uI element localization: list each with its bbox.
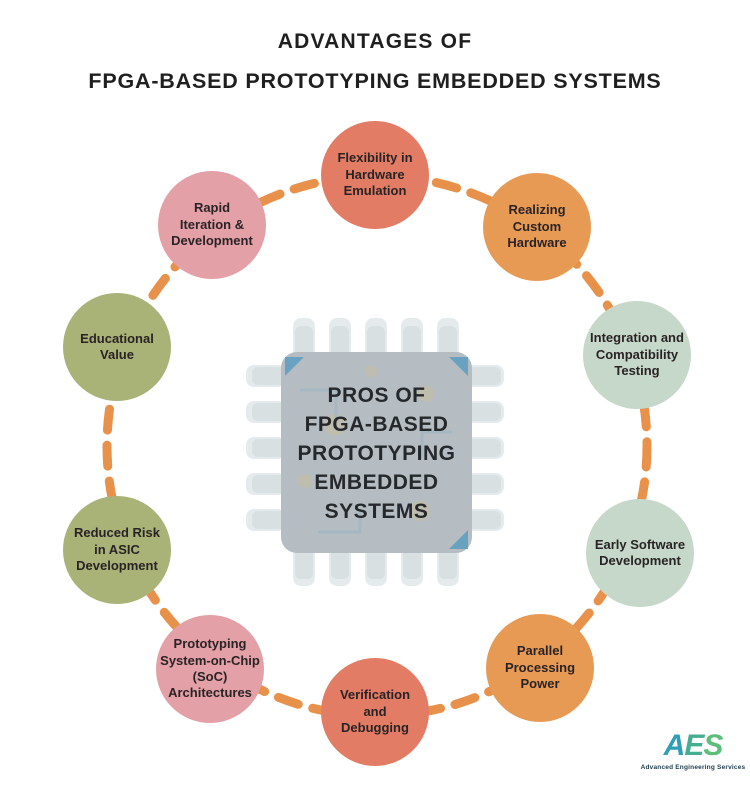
bubble-label: Prototyping System-on-Chip (SoC) Archite… <box>160 636 260 701</box>
title-line-2: FPGA-BASED PROTOTYPING EMBEDDED SYSTEMS <box>88 69 662 93</box>
center-line: PROS OF <box>327 384 426 407</box>
logo-letter: E <box>684 729 704 762</box>
aes-logo: AES Advanced Engineering Services <box>640 731 746 772</box>
page-title: ADVANTAGES OF FPGA-BASED PROTOTYPING EMB… <box>0 30 750 94</box>
center-line: SYSTEMS <box>324 500 429 523</box>
bubble-label: Educational Value <box>80 330 154 362</box>
center-line: PROTOTYPING <box>297 442 456 465</box>
chip-pins <box>252 326 501 579</box>
bubble-label: Rapid Iteration & Development <box>171 200 253 249</box>
bubble-flexibility-hardware-emulation: Flexibility in Hardware Emulation <box>321 121 429 229</box>
bubble-integration-compatibility-testing: Integration and Compatibility Testing <box>583 301 691 409</box>
bubble-prototyping-soc-architectures: Prototyping System-on-Chip (SoC) Archite… <box>156 615 264 723</box>
center-line: FPGA-BASED <box>304 413 449 436</box>
bubble-educational-value: Educational Value <box>63 293 171 401</box>
logo-subtext: Advanced Engineering Services <box>640 764 746 771</box>
center-label: PROS OF FPGA-BASED PROTOTYPING EMBEDDED … <box>286 381 467 526</box>
logo-text: AES <box>640 731 746 761</box>
bubble-label: Parallel Processing Power <box>504 643 576 692</box>
bubble-label: Integration and Compatibility Testing <box>590 330 684 379</box>
bubble-realizing-custom-hardware: Realizing Custom Hardware <box>483 173 591 281</box>
bubble-label: Reduced Risk in ASIC Development <box>74 525 160 574</box>
bubble-reduced-risk-asic-development: Reduced Risk in ASIC Development <box>63 496 171 604</box>
chip-body <box>281 352 472 553</box>
bubble-verification-debugging: Verification and Debugging <box>321 658 429 766</box>
center-line: EMBEDDED <box>314 471 439 494</box>
bubble-label: Early Software Development <box>594 536 686 568</box>
logo-letter: S <box>703 729 723 762</box>
bubble-label: Flexibility in Hardware Emulation <box>337 150 413 199</box>
bubble-label: Verification and Debugging <box>339 687 411 736</box>
chip-circuit-traces <box>298 365 452 534</box>
chip-corner-accents <box>285 357 468 549</box>
bubble-rapid-iteration-development: Rapid Iteration & Development <box>158 171 266 279</box>
processor-chip-icon <box>246 318 504 586</box>
bubble-label: Realizing Custom Hardware <box>507 202 567 251</box>
logo-letter: A <box>663 729 686 762</box>
bubble-parallel-processing-power: Parallel Processing Power <box>486 614 594 722</box>
title-line-1: ADVANTAGES OF <box>277 30 473 53</box>
bubble-early-software-development: Early Software Development <box>586 499 694 607</box>
